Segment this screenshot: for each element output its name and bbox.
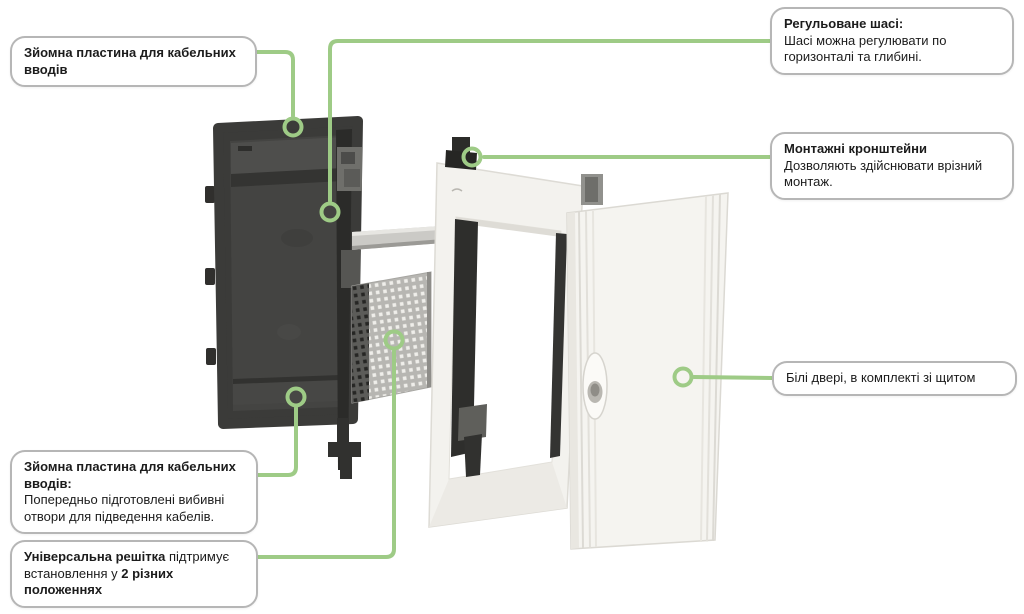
callout-regular-mid: підтримує встановлення у — [24, 549, 230, 581]
marker-mounting-brackets — [461, 146, 483, 168]
side-clip — [205, 186, 215, 203]
side-clip — [206, 348, 216, 365]
callout-title: Регульоване шасі: — [784, 16, 904, 31]
callout-white-door: Білі двері, в комплекті зі щитом — [772, 361, 1017, 396]
callout-body: Попередньо підготовлені вибивні отвори д… — [24, 492, 225, 524]
leader-adjustable-chassis — [328, 39, 772, 203]
callout-removable-plate-top: Зйомна пластина для кабельних вводів — [10, 36, 257, 87]
callout-body: Універсальна решітка підтримує встановле… — [24, 549, 244, 599]
chassis-upright-right — [550, 233, 567, 458]
cable-entry-plate-bottom — [233, 380, 340, 405]
leader-white-door — [692, 375, 774, 380]
callout-title: Монтажні кронштейни — [784, 141, 928, 156]
callout-removable-plate-bottom: Зйомна пластина для кабельних вводів: По… — [10, 450, 258, 534]
marker-white-door — [672, 366, 694, 388]
marker-adjustable-chassis — [319, 201, 341, 223]
callout-title: Зйомна пластина для кабельних вводів — [24, 45, 236, 77]
callout-universal-grid: Універсальна решітка підтримує встановле… — [10, 540, 258, 608]
leader-universal-grid — [256, 349, 396, 559]
flush-mount-frame — [428, 137, 584, 528]
white-door — [566, 192, 729, 550]
door-ridge — [578, 211, 584, 549]
callout-connectors — [254, 39, 774, 559]
chassis-upright-left — [451, 219, 478, 457]
universal-grid-plate — [351, 271, 432, 404]
door-handle — [582, 352, 608, 420]
leader-removable-plate-bottom — [256, 406, 298, 477]
callout-bold-lead: Універсальна решітка — [24, 549, 166, 564]
chassis-bracket-mid — [341, 250, 360, 288]
marker-universal-grid — [383, 329, 405, 351]
callout-adjustable-chassis: Регульоване шасі: Шасі можна регулювати … — [770, 7, 1014, 75]
cable-entry-plate-top — [231, 137, 344, 176]
callout-body: Шасі можна регулювати по горизонталі та … — [784, 32, 947, 65]
door-ridge — [712, 193, 721, 542]
leader-removable-plate-top — [254, 50, 295, 118]
chassis-bracket-top — [337, 147, 362, 191]
callout-title: Зйомна пластина для кабельних вводів: — [24, 459, 236, 491]
side-clip — [205, 268, 215, 285]
door-ridge — [700, 195, 707, 543]
callout-body: Дозволяють здійснювати врізний монтаж. — [784, 157, 983, 190]
enclosure-back-box — [205, 116, 363, 479]
callout-mounting-brackets: Монтажні кронштейни Дозволяють здійснюва… — [770, 132, 1014, 200]
callout-bold-tail: 2 різних положеннях — [24, 565, 174, 598]
rail-hook-left — [328, 418, 361, 479]
frame-latch — [581, 174, 603, 205]
marker-removable-plate-top — [282, 116, 304, 138]
door-ridge — [706, 194, 714, 542]
callout-body: Білі двері, в комплекті зі щитом — [786, 370, 976, 385]
marker-removable-plate-bottom — [285, 386, 307, 408]
rail-hook-frame — [464, 434, 482, 477]
